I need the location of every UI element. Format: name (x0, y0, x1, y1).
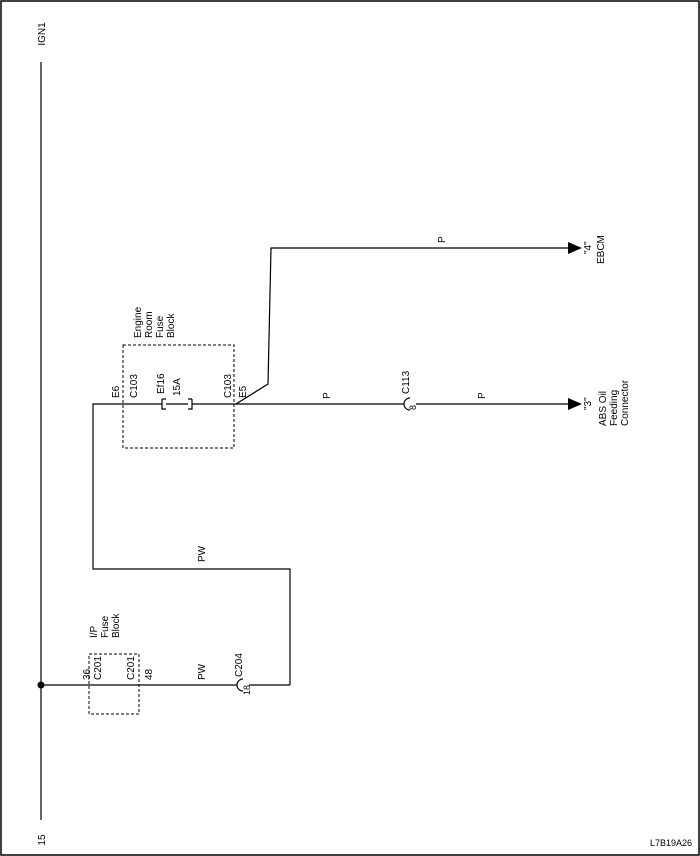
fuse-name: Ef16 (156, 373, 167, 394)
ip-conn-in: C201 (93, 656, 104, 680)
engine-fuse-block-title-4: Block (166, 313, 177, 338)
wire-pw-lower-label: PW (197, 663, 208, 680)
fuse-symbol-left (161, 398, 166, 410)
figure-id: L7B19A26 (650, 838, 692, 848)
abs-arrow (568, 398, 582, 410)
engine-fuse-block-title-1: Engine (133, 306, 144, 338)
ebcm-arrow (568, 242, 582, 254)
ip-fuse-block-title-3: Block (111, 613, 122, 638)
abs-pin: "3" (583, 397, 594, 410)
bus-top-label: IGN1 (37, 22, 48, 46)
abs-label-3: Connector (620, 379, 631, 426)
wire-p-to-ebcm (235, 247, 568, 405)
engine-fuse-block-title-3: Fuse (155, 315, 166, 338)
wire-pw-riser (92, 403, 291, 685)
engine-fuse-block-title-2: Room (144, 311, 155, 338)
abs-label-1: ABS Oil (598, 391, 609, 426)
ip-fuse-block-title-2: Fuse (100, 615, 111, 638)
wire-pw-upper-label: PW (197, 545, 208, 562)
fuse-rating: 15A (172, 378, 183, 396)
engine-pin-out: E5 (238, 385, 249, 398)
c113-connector-symbol (403, 397, 411, 411)
engine-room-fuse-block (122, 344, 235, 449)
engine-conn-out: C103 (223, 374, 234, 398)
ebcm-label: EBCM (596, 235, 607, 264)
ip-fuse-block (88, 653, 140, 715)
ip-fuse-block-title-1: I/P (89, 625, 100, 638)
wire-p-label-2: P (477, 392, 488, 399)
ebcm-pin: "4" (583, 241, 594, 254)
ip-pin-out: 48 (144, 668, 155, 680)
c113-pin: 8 (408, 405, 418, 410)
abs-label-2: Feeding (609, 390, 620, 426)
c204-connector-symbol (236, 678, 244, 692)
c113-name: C113 (401, 370, 412, 394)
wire-p-label-1: P (322, 392, 333, 399)
engine-pin-in: E6 (111, 385, 122, 398)
engine-conn-in: C103 (129, 374, 140, 398)
c204-name: C204 (234, 653, 245, 677)
fuse-symbol-right (188, 398, 193, 410)
wire-p-label-ebcm: P (437, 236, 448, 243)
ip-conn-out: C201 (126, 656, 137, 680)
ip-pin-in: 36 (82, 668, 93, 680)
c204-pin: 18 (242, 685, 252, 695)
bus-bottom-label: 15 (37, 834, 48, 846)
